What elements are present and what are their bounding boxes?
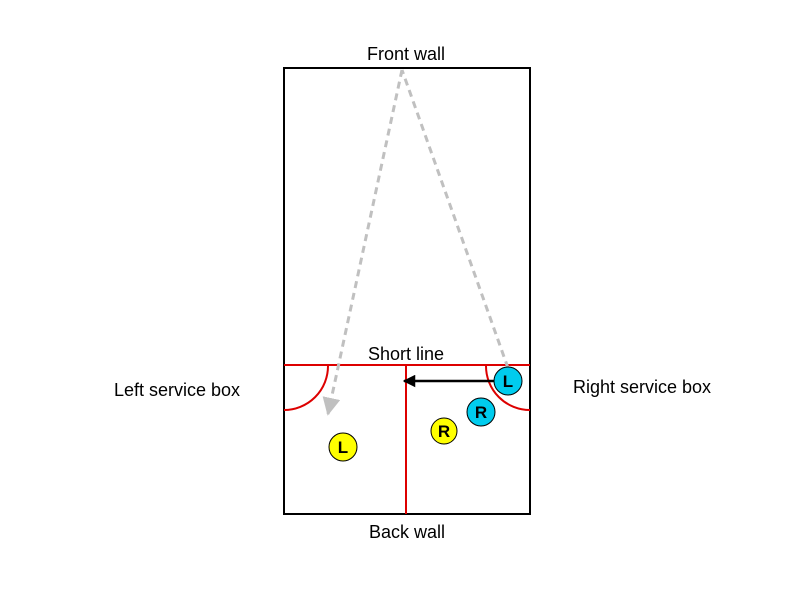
front-wall-label: Front wall [367, 44, 445, 64]
left-service-box-arc [283, 365, 329, 411]
right-service-box-arc [485, 365, 531, 411]
player-yellow-l: L [328, 432, 358, 462]
ball-path-to-front-wall [400, 69, 510, 369]
player-cyan-r-letter: R [475, 403, 487, 422]
player-cyan-l: L [493, 366, 523, 396]
short-line-label: Short line [368, 344, 444, 364]
player-yellow-l-letter: L [338, 438, 348, 457]
player-yellow-r-marker [430, 417, 458, 445]
ball-path-to-left-box [322, 69, 404, 416]
back-wall-label: Back wall [369, 522, 445, 542]
left-service-box-label: Left service box [114, 380, 240, 400]
player-cyan-r: R [466, 397, 496, 427]
player-cyan-l-marker [493, 366, 523, 396]
player-cyan-r-marker [466, 397, 496, 427]
right-service-box-label: Right service box [573, 377, 711, 397]
player-yellow-r-letter: R [438, 422, 450, 441]
player-yellow-l-marker [328, 432, 358, 462]
player-yellow-r: R [430, 417, 458, 445]
player-cyan-l-letter: L [503, 372, 513, 391]
